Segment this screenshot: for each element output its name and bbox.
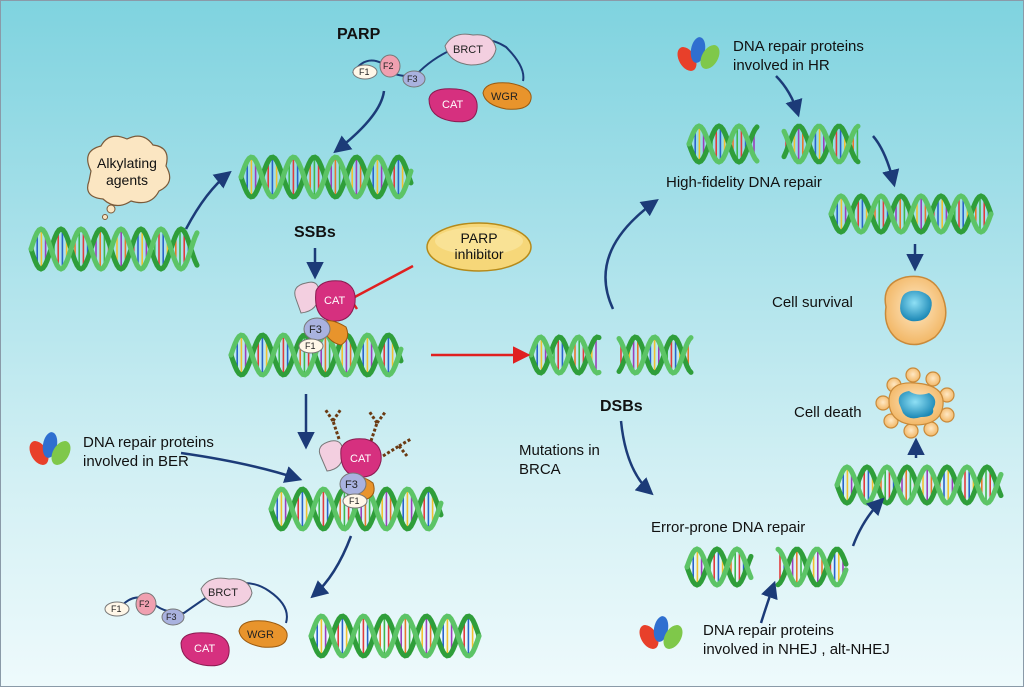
f1-domain-parylated: [342, 493, 368, 509]
dna-layer: [28, 123, 1004, 659]
ssbs-label: SSBs: [294, 224, 336, 241]
f3-domain-top: [402, 70, 426, 88]
arrow-alkylating-to-ssb: [184, 170, 232, 230]
arrows: [180, 75, 925, 624]
f1-label-parylated: F1: [349, 496, 360, 506]
ber-proteins-label: DNA repair proteins involved in BER: [83, 433, 214, 471]
alkylating-line2: agents: [105, 172, 149, 188]
arrow-parp-to-ssb: [333, 90, 386, 154]
f2-label-released: F2: [139, 599, 150, 609]
f3-label-parylated: F3: [345, 479, 358, 491]
nhej-line1: DNA repair proteins: [703, 622, 834, 639]
f1-label-top: F1: [359, 67, 370, 77]
f3-domain-released: [161, 608, 185, 626]
nhej-proteins-label: DNA repair proteins involved in NHEJ , a…: [703, 621, 890, 659]
brct-label-released: BRCT: [208, 587, 238, 599]
dying-cell: [875, 367, 955, 439]
arrow-nhej-proteins: [759, 580, 778, 624]
mutations-line2: BRCA: [519, 461, 561, 478]
arrow-hr-proteins: [775, 75, 803, 118]
parp-trapped: CAT F3 F1: [294, 280, 356, 354]
parp-inhibitor-line1: PARP: [460, 230, 498, 246]
arrow-release: [310, 535, 353, 599]
brct-domain-top: [444, 33, 497, 66]
parp-released: F1 F2 F3 BRCT CAT WGR: [104, 577, 288, 667]
dna-nhej-broken: [684, 546, 849, 588]
high-fidelity-label: High-fidelity DNA repair: [666, 174, 822, 191]
alkylating-agents-cloud: [87, 135, 171, 220]
dna-mutated: [834, 464, 1004, 506]
dna-released: [308, 613, 482, 659]
nhej-line2: involved in NHEJ , alt-NHEJ: [703, 641, 890, 658]
dna-alkylating: [28, 226, 200, 272]
f1-label-trapped: F1: [305, 341, 316, 351]
f2-domain-released: [135, 592, 157, 616]
arrow-errorprone-to-mutated: [851, 497, 885, 547]
parp-title: PARP: [337, 26, 381, 43]
parp-inhibitor-line2: inhibitor: [454, 246, 504, 262]
arrow-dsb-to-hr: [604, 198, 659, 310]
parp-parylated: CAT F3 F1: [318, 408, 412, 509]
parp-inhibitor-label: PARP inhibitor: [435, 230, 523, 262]
hr-line2: involved in HR: [733, 57, 830, 74]
wgr-label-top: WGR: [491, 91, 518, 103]
f3-label-released: F3: [166, 612, 177, 622]
ber-proteins-icon: [29, 432, 71, 465]
brct-label-top: BRCT: [453, 44, 483, 56]
cat-domain-released: [180, 632, 230, 667]
surviving-cell: [884, 275, 947, 346]
mutations-line1: Mutations in: [519, 442, 600, 459]
cell-survival-label: Cell survival: [772, 294, 853, 311]
cat-label-released: CAT: [194, 643, 215, 655]
cat-label-parylated: CAT: [350, 453, 371, 465]
wgr-label-released: WGR: [247, 629, 274, 641]
f2-domain-top: [379, 54, 401, 78]
parp-inhibitor-pill: [426, 222, 532, 272]
dna-ssb: [238, 154, 414, 200]
cat-label-trapped: CAT: [324, 295, 345, 307]
ber-line1: DNA repair proteins: [83, 434, 214, 451]
ber-line2: involved in BER: [83, 453, 189, 470]
cell-death-label: Cell death: [794, 404, 862, 421]
cat-domain-trapped: [315, 280, 356, 322]
brct-domain-released: [200, 577, 253, 608]
dna-hr-repaired: [828, 193, 994, 235]
hr-line1: DNA repair proteins: [733, 38, 864, 55]
error-prone-label: Error-prone DNA repair: [651, 519, 806, 536]
arrow-ber-proteins: [180, 451, 303, 483]
dna-trapped: [228, 332, 404, 378]
nhej-proteins-icon: [639, 616, 683, 649]
dna-hr-broken: [686, 123, 861, 165]
f1-label-released: F1: [111, 604, 122, 614]
dna-dsb: [528, 334, 694, 376]
cat-domain-parylated: [340, 438, 382, 478]
f1-domain-top: [352, 64, 378, 80]
f2-label-top: F2: [383, 61, 394, 71]
alkylating-line1: Alkylating: [97, 155, 157, 171]
cat-label-top: CAT: [442, 99, 463, 111]
hr-proteins-label: DNA repair proteins involved in HR: [733, 37, 864, 75]
f3-label-top: F3: [407, 74, 418, 84]
parp-structure-top: F1 F2 F3 BRCT CAT WGR: [352, 33, 532, 123]
hr-proteins-icon: [677, 37, 720, 71]
arrow-dsb-to-nhej: [619, 420, 654, 496]
par-chains: [323, 408, 412, 458]
wgr-domain-released: [238, 620, 288, 648]
apoptotic-blebs: [875, 367, 955, 439]
alkylating-agents-label: Alkylating agents: [93, 155, 161, 189]
mutations-label: Mutations in BRCA: [519, 441, 600, 479]
f3-label-trapped: F3: [309, 324, 322, 336]
wgr-domain-top: [482, 82, 532, 110]
f1-domain-trapped: [298, 338, 324, 354]
cat-domain-top: [428, 88, 478, 123]
dsbs-label: DSBs: [600, 398, 643, 415]
arrow-hr-to-repaired: [872, 135, 900, 188]
f1-domain-released: [104, 601, 130, 617]
